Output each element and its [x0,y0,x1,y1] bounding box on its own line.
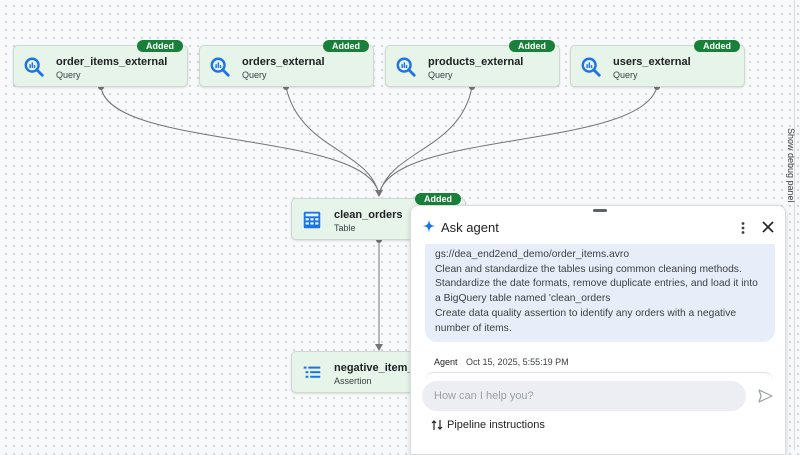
response-divider [425,372,773,381]
panel-title: Ask agent [441,220,499,235]
agent-response-header: Agent Oct 15, 2025, 5:55:19 PM [434,357,569,367]
node-name: negative_item_a [334,362,410,374]
node-name: products_external [428,56,524,68]
node-type: Query [613,70,638,80]
node-negative-item-assertion[interactable]: negative_item_a Assertion [291,351,410,393]
node-products-external[interactable]: Added products_external Query [385,40,560,87]
added-badge: Added [509,40,555,52]
timestamp: Oct 15, 2025, 5:55:19 PM [466,357,569,367]
added-badge: Added [323,40,369,52]
message-line: a BigQuery table named 'clean_orders [435,293,611,305]
agent-label: Agent [434,357,458,367]
assertion-list-icon [303,366,321,378]
message-line: Create data quality assertion to identif… [435,307,737,319]
more-options-icon[interactable] [741,222,745,234]
show-debug-panel-button[interactable]: Show debug panel [786,128,796,203]
send-icon[interactable] [757,388,773,404]
bigquery-query-icon [396,57,416,77]
added-badge: Added [694,40,740,52]
bigquery-query-icon [24,57,44,77]
pipeline-instructions-button[interactable]: Pipeline instructions [431,419,545,431]
bigquery-query-icon [581,57,601,77]
debug-panel-divider [794,0,795,450]
node-orders-external[interactable]: Added orders_external Query [199,40,374,87]
node-order-items-external[interactable]: Added order_items_external Query [13,40,188,87]
sparkle-icon [422,219,436,233]
node-type: Query [242,70,267,80]
message-line: number of items. [435,322,512,334]
node-type: Table [334,223,356,233]
table-icon [303,211,321,229]
node-name: clean_orders [334,209,403,221]
swap-arrows-icon [431,420,443,430]
bigquery-query-icon [210,57,230,77]
node-type: Assertion [334,376,372,386]
node-users-external[interactable]: Added users_external Query [570,40,745,87]
added-badge: Added [137,40,183,52]
drag-handle[interactable] [593,209,607,212]
message-line: Clean and standardize the tables using c… [435,263,742,275]
node-type: Query [56,70,81,80]
pipeline-instructions-label: Pipeline instructions [447,419,545,431]
close-icon[interactable] [761,220,775,234]
user-message: gs://dea_end2end_demo/order_items.avro C… [425,244,775,342]
ask-agent-panel: Ask agent gs://dea_end2end_demo/order_it… [410,205,786,455]
node-name: order_items_external [56,56,168,68]
chat-input[interactable] [422,381,746,411]
message-line: gs://dea_end2end_demo/order_items.avro [435,249,630,260]
node-type: Query [428,70,453,80]
node-name: users_external [613,56,691,68]
added-badge: Added [415,193,461,205]
message-line: Standardize the date formats, remove dup… [435,278,758,290]
node-name: orders_external [242,56,325,68]
